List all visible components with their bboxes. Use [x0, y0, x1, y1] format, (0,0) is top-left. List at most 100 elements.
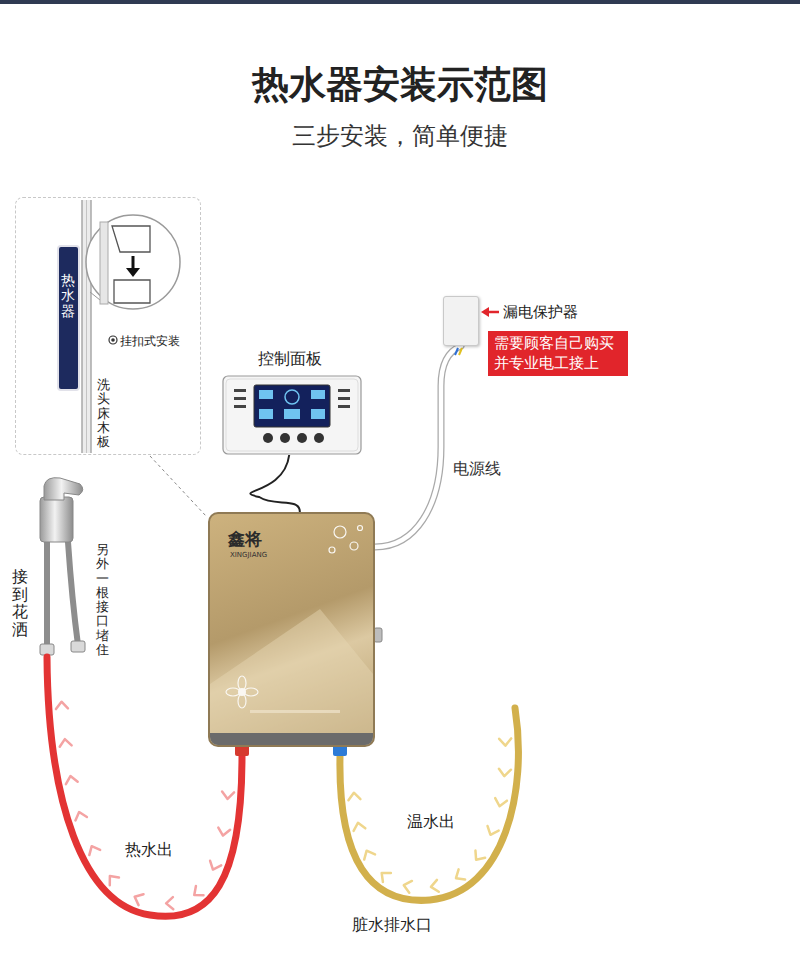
cable [375, 346, 462, 547]
rect-shape [234, 397, 246, 400]
rect-shape [284, 409, 300, 419]
line-shape [81, 200, 83, 453]
flow-chevron [453, 869, 465, 883]
drain-label: 脏水排水口 [352, 915, 432, 936]
flow-chevron [402, 879, 412, 892]
power-cord-outline [375, 346, 461, 547]
rect-shape [311, 390, 325, 399]
flow-chevron [361, 848, 375, 859]
flow-chevron [65, 775, 78, 784]
hook-detail [86, 215, 180, 309]
rect-shape [338, 389, 350, 392]
circle-shape [314, 433, 324, 443]
rect-shape [40, 644, 54, 655]
flow-chevron [56, 701, 68, 709]
rect-shape [259, 409, 273, 419]
leader-line [150, 456, 206, 516]
circle-shape [350, 542, 358, 550]
heater-bar: 热水器 [57, 245, 80, 391]
circle-shape [263, 433, 273, 443]
rect-shape [250, 710, 340, 713]
rect-shape [40, 497, 73, 542]
edge-label: 电源线 [451, 459, 503, 480]
control-panel: 控制面板 [222, 375, 362, 455]
wire-tip [455, 348, 458, 355]
rect-shape [82, 200, 91, 453]
ellipse-shape [226, 688, 240, 696]
wire-tip [459, 348, 462, 355]
warning-text: 需要顾客自己购买并专业电工接上 [494, 334, 622, 373]
flow-chevron [430, 880, 439, 893]
flow-chevron [498, 769, 511, 777]
flow-chevron [352, 821, 365, 830]
rect-shape [259, 390, 273, 399]
board-label: 洗头床木板 [97, 378, 110, 449]
flow-chevron [348, 792, 361, 800]
line-shape [132, 256, 135, 270]
flow-chevron [499, 738, 511, 745]
pointer-arrow [481, 307, 489, 317]
protector-label: 漏电保护器 [503, 303, 578, 322]
circle-shape [238, 688, 246, 696]
path-shape [126, 268, 140, 277]
panel-drawing [222, 375, 362, 455]
flow-chevron [222, 792, 234, 800]
circle-shape [280, 433, 290, 443]
bullet [111, 338, 115, 342]
inset-box: 热水器洗头床木板 挂扣式安装 [15, 197, 201, 455]
rect-shape [226, 379, 358, 451]
panel-label: 控制面板 [258, 349, 322, 370]
water-heater: 鑫将XINGJIANG [208, 512, 375, 747]
rect-shape [234, 405, 246, 408]
ellipse-shape [238, 694, 246, 708]
pipe-label: 温水出 [407, 812, 455, 833]
circle-shape [334, 526, 346, 538]
outlet-note: 接到花洒 [12, 568, 28, 638]
flow-chevron [207, 861, 221, 872]
cable [250, 455, 300, 512]
flow-chevron [485, 826, 499, 837]
circle-shape [285, 390, 299, 404]
rect-shape [254, 385, 330, 427]
g-shape [226, 676, 258, 708]
mount-label: 挂扣式安装 [120, 333, 180, 350]
plug-note: 另外一根接口堵住 [96, 543, 109, 657]
path-shape [112, 226, 150, 252]
rect-shape [71, 641, 85, 652]
rect-shape [234, 389, 246, 392]
rect-shape [223, 376, 361, 454]
bed-board [82, 200, 91, 453]
path-shape [210, 609, 373, 745]
heater-label: 热水器 [61, 273, 75, 319]
rect-shape [210, 733, 373, 745]
flow-chevron [190, 886, 203, 900]
ellipse-shape [244, 688, 258, 696]
panel-cable [250, 455, 300, 512]
line-shape [86, 200, 87, 453]
flow-chevron [378, 868, 391, 882]
brand-name: 鑫将 [228, 528, 262, 551]
rect-shape [338, 405, 350, 408]
path-shape [114, 280, 150, 303]
flow-chevron [73, 810, 87, 820]
path-shape [44, 542, 50, 648]
flow-chevron [59, 738, 72, 746]
ellipse-shape [238, 676, 246, 690]
circle-shape [86, 215, 180, 309]
rect-shape [338, 397, 350, 400]
flow-chevron [132, 891, 143, 905]
flow-chevron [494, 798, 507, 807]
leakage-protector: 漏电保护器 [443, 296, 479, 346]
flow-chevron [86, 844, 100, 855]
rect-shape [100, 222, 108, 304]
circle-shape [297, 433, 307, 443]
rect-shape [311, 409, 325, 419]
path-shape [68, 542, 78, 645]
circle-shape [329, 547, 335, 553]
circle-shape [358, 526, 363, 531]
side-knob [374, 628, 382, 642]
top-bar [0, 0, 800, 4]
brand-latin: XINGJIANG [230, 551, 267, 559]
path-shape [44, 478, 83, 500]
